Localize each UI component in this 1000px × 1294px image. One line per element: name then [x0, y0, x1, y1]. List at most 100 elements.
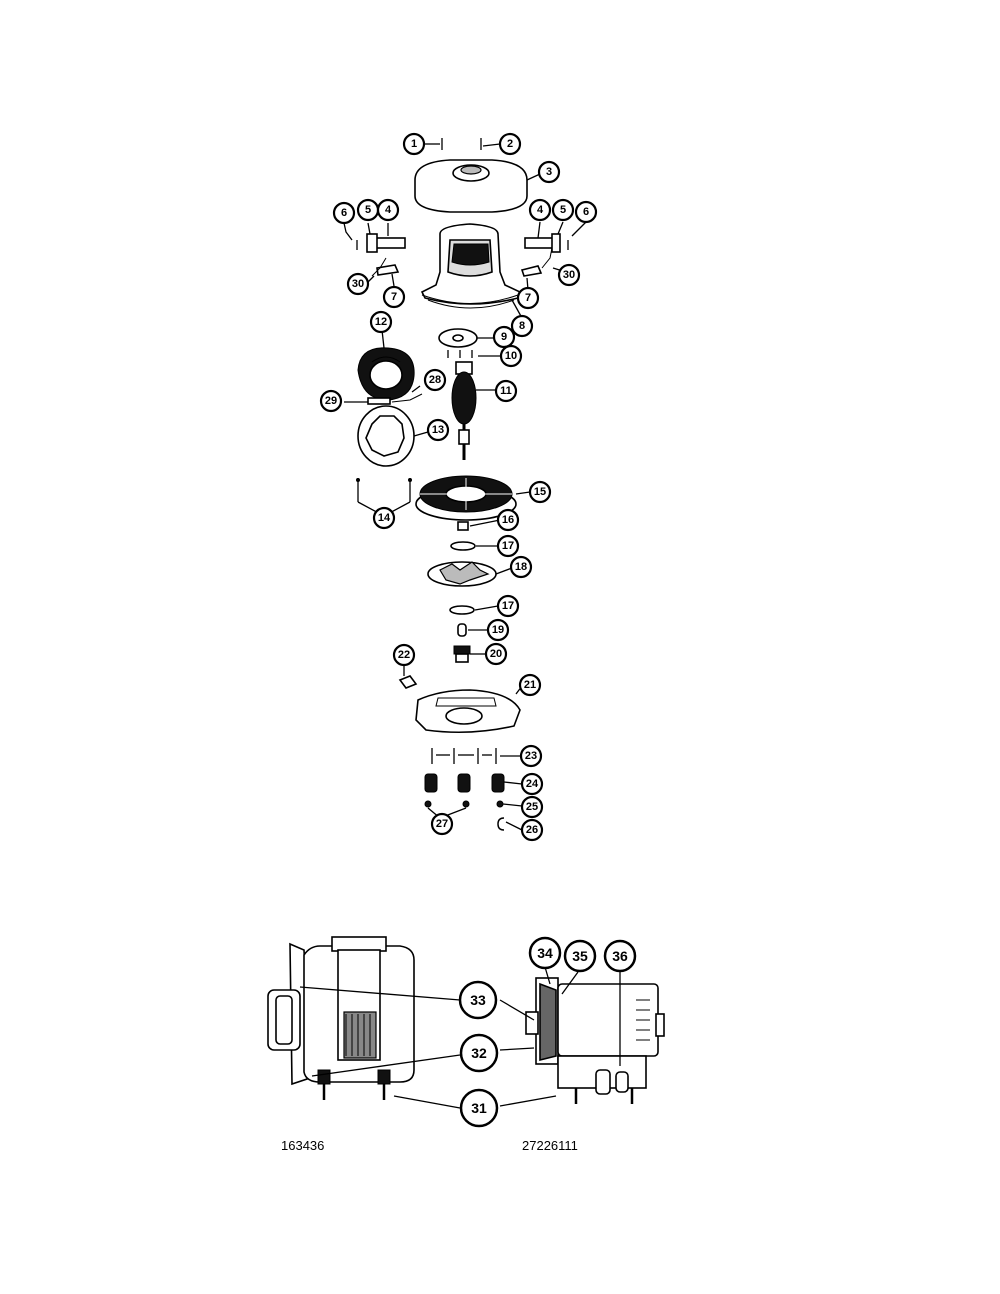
callout-24: 24 — [520, 772, 544, 796]
motor-left — [267, 936, 415, 1100]
callout-7-right-label: 7 — [525, 292, 531, 304]
callout-12: 12 — [369, 310, 393, 334]
exploded-view: 1 2 3 6 5 4 4 5 6 30 7 30 7 8 9 10 12 11… — [319, 132, 598, 842]
callout-18: 18 — [509, 555, 533, 579]
callout-26-label: 26 — [526, 824, 538, 836]
callout-2: 2 — [498, 132, 522, 156]
callout-28: 28 — [423, 368, 447, 392]
assembly-view: 33 32 31 34 35 36 — [267, 936, 665, 1128]
callout-19: 19 — [486, 618, 510, 642]
callout-24-label: 24 — [526, 778, 539, 790]
callout-16-label: 16 — [502, 514, 514, 526]
callout-4-right-label: 4 — [537, 204, 544, 216]
callout-3-label: 3 — [546, 166, 552, 178]
callout-36-label: 36 — [612, 948, 628, 964]
drawing-code-right: 27226111 — [522, 1138, 578, 1153]
callout-30-right: 30 — [557, 263, 581, 287]
callout-35-label: 35 — [572, 948, 588, 964]
callout-27-label: 27 — [436, 818, 448, 830]
left-brush-holder — [356, 233, 406, 277]
callout-17-top: 17 — [496, 534, 520, 558]
callout-4-left: 4 — [376, 198, 400, 222]
callout-32-label: 32 — [471, 1045, 487, 1061]
washer-part-top — [450, 541, 476, 551]
callout-7-left: 7 — [382, 285, 406, 309]
callout-1-label: 1 — [411, 138, 417, 150]
callout-31-label: 31 — [471, 1100, 487, 1116]
fan-housing — [415, 475, 517, 521]
callout-15: 15 — [528, 480, 552, 504]
callout-31: 31 — [459, 1088, 499, 1128]
callout-29-label: 29 — [325, 395, 337, 407]
callout-17-bottom-label: 17 — [502, 600, 514, 612]
callout-30-right-label: 30 — [563, 269, 575, 281]
base-plate — [415, 689, 521, 734]
callout-35: 35 — [563, 939, 597, 973]
callout-29: 29 — [319, 389, 343, 413]
gasket-part — [357, 405, 415, 467]
assembly-leaders — [299, 966, 621, 1109]
callout-5-left: 5 — [356, 198, 380, 222]
callout-9: 9 — [492, 325, 516, 349]
callout-20-label: 20 — [490, 648, 502, 660]
callout-19-label: 19 — [492, 624, 504, 636]
callout-11-label: 11 — [500, 385, 512, 397]
drawing-code-left: 163436 — [281, 1138, 325, 1153]
housing-part — [420, 223, 521, 309]
callout-8-label: 8 — [519, 320, 525, 332]
callout-2-label: 2 — [507, 138, 513, 150]
leader-lines — [343, 143, 587, 831]
callout-34: 34 — [528, 936, 562, 970]
callout-33: 33 — [458, 980, 498, 1020]
top-screws — [441, 138, 482, 150]
callout-6-left-label: 6 — [341, 207, 347, 219]
callout-6-right: 6 — [574, 200, 598, 224]
callout-10-label: 10 — [505, 350, 517, 362]
clip-part — [497, 817, 505, 831]
callout-25-label: 25 — [526, 801, 538, 813]
callout-9-label: 9 — [501, 331, 507, 343]
callout-22-label: 22 — [398, 649, 410, 661]
callout-36: 36 — [603, 939, 637, 973]
callout-5-right: 5 — [551, 198, 575, 222]
callout-17-top-label: 17 — [502, 540, 514, 552]
cover-part — [414, 159, 528, 213]
field-coil — [357, 347, 415, 401]
callout-34-label: 34 — [537, 945, 553, 961]
fitting-part — [453, 645, 471, 663]
motor-right — [525, 977, 665, 1104]
callout-28-label: 28 — [429, 374, 441, 386]
mount-bolts — [431, 748, 497, 764]
bearing-plate — [438, 328, 478, 348]
callout-33-label: 33 — [470, 992, 486, 1008]
callout-13-label: 13 — [432, 424, 444, 436]
callout-30-left-label: 30 — [352, 278, 364, 290]
callout-10: 10 — [499, 344, 523, 368]
right-brush-holder — [520, 233, 569, 277]
washer-part-bottom — [449, 605, 475, 615]
callout-32: 32 — [459, 1033, 499, 1073]
ring-part — [457, 623, 467, 637]
nut-part — [457, 521, 469, 531]
impeller-part — [427, 561, 497, 587]
callout-23: 23 — [519, 744, 543, 768]
callout-21: 21 — [518, 673, 542, 697]
callout-17-bottom: 17 — [496, 594, 520, 618]
callout-6-left: 6 — [332, 201, 356, 225]
callout-26: 26 — [520, 818, 544, 842]
callout-14: 14 — [372, 506, 396, 530]
callout-25: 25 — [520, 795, 544, 819]
callout-16: 16 — [496, 508, 520, 532]
callout-7-right: 7 — [516, 286, 540, 310]
armature-part — [451, 361, 477, 460]
bearing-screws — [447, 350, 473, 358]
callout-6-right-label: 6 — [583, 206, 589, 218]
callout-15-label: 15 — [534, 486, 546, 498]
callout-5-right-label: 5 — [560, 204, 566, 216]
callout-11: 11 — [494, 379, 518, 403]
callout-3: 3 — [537, 160, 561, 184]
callout-21-label: 21 — [524, 679, 536, 691]
callout-1: 1 — [402, 132, 426, 156]
callout-20: 20 — [484, 642, 508, 666]
